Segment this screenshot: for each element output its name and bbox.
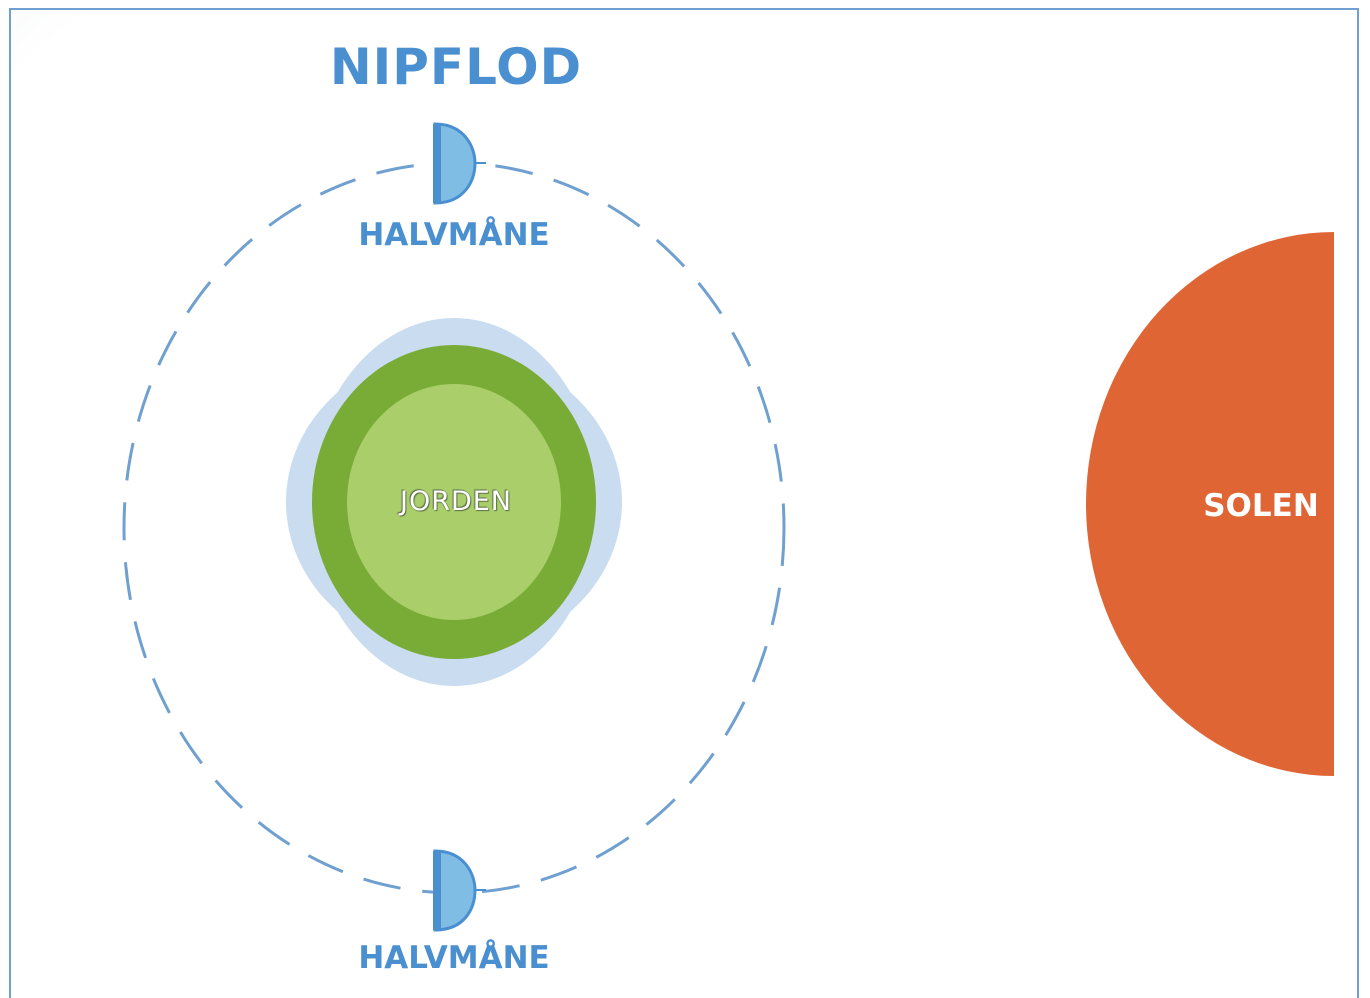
earth-label: JORDEN [399, 486, 513, 517]
moon-label-bottom: HALVMÅNE [358, 940, 550, 976]
sun-disc [1086, 232, 1334, 776]
half-moon-icon [433, 122, 486, 205]
moon-label-top: HALVMÅNE [358, 217, 550, 253]
diagram-frame: NIPFLOD HALVMÅNE HALVMÅNE JORDEN SOLEN [9, 8, 1359, 998]
half-moon-icon [433, 849, 486, 932]
sun-label: SOLEN [1203, 488, 1319, 524]
diagram-title: NIPFLOD [329, 38, 583, 96]
earth-inner-disc [347, 384, 561, 620]
tide-diagram [11, 10, 1334, 932]
